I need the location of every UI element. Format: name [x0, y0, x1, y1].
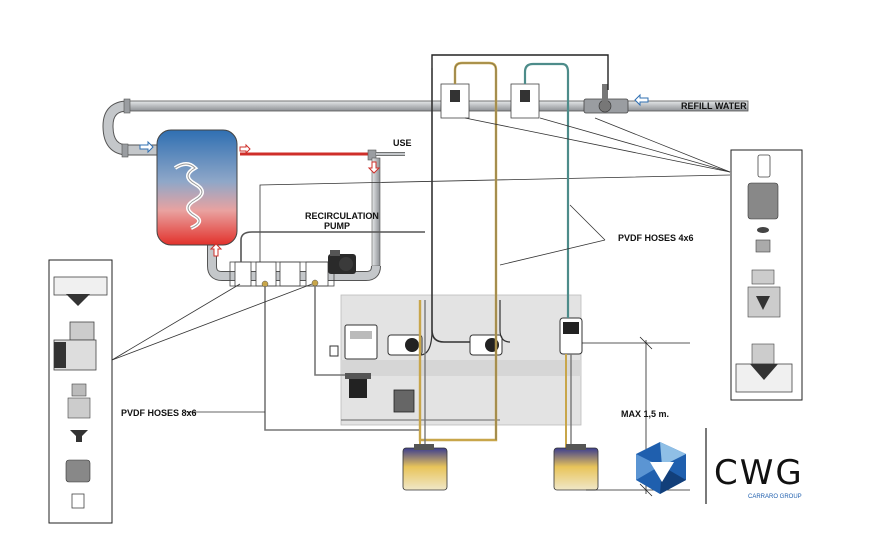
- callout-lines: [111, 117, 731, 413]
- label-use: USE: [393, 138, 412, 148]
- arrow-right-icon: [239, 143, 251, 155]
- injection-point-right: [510, 83, 540, 119]
- fitting-detail-8x6: [48, 259, 113, 524]
- cwg-logo-mark: [636, 442, 686, 494]
- label-pvdf-4x6: PVDF HOSES 4x6: [618, 233, 694, 243]
- cwg-logo: CWG CARRARO GROUP: [636, 428, 804, 504]
- label-pvdf-8x6: PVDF HOSES 8x6: [121, 408, 197, 418]
- dosing-panel: [329, 294, 583, 426]
- arrow-down-icon: [367, 161, 381, 174]
- signal-lines: [240, 174, 731, 262]
- logo-tagline: CARRARO GROUP: [748, 494, 802, 500]
- injection-point-left: [440, 83, 470, 119]
- main-water-pipe: [102, 98, 749, 158]
- cable-loop: [431, 54, 609, 90]
- fitting-detail-4x6: [730, 149, 803, 401]
- chemical-can-left: [402, 444, 448, 491]
- refill-valve: [583, 84, 629, 114]
- label-recirculation: RECIRCULATION: [305, 211, 379, 221]
- recirculation-loop: [207, 157, 381, 288]
- arrow-left-icon: [634, 93, 649, 107]
- hot-water-line: [240, 149, 405, 161]
- chemical-can-right: [553, 444, 599, 491]
- arrow-up-icon: [209, 243, 223, 257]
- label-recirculation-pump: PUMP: [324, 221, 350, 231]
- logo-text: CWG: [714, 453, 804, 493]
- arrow-right-icon: [139, 140, 154, 154]
- water-heater-tank: [156, 129, 238, 246]
- label-max-height: MAX 1,5 m.: [621, 409, 669, 419]
- label-refill-water: REFILL WATER: [681, 101, 747, 111]
